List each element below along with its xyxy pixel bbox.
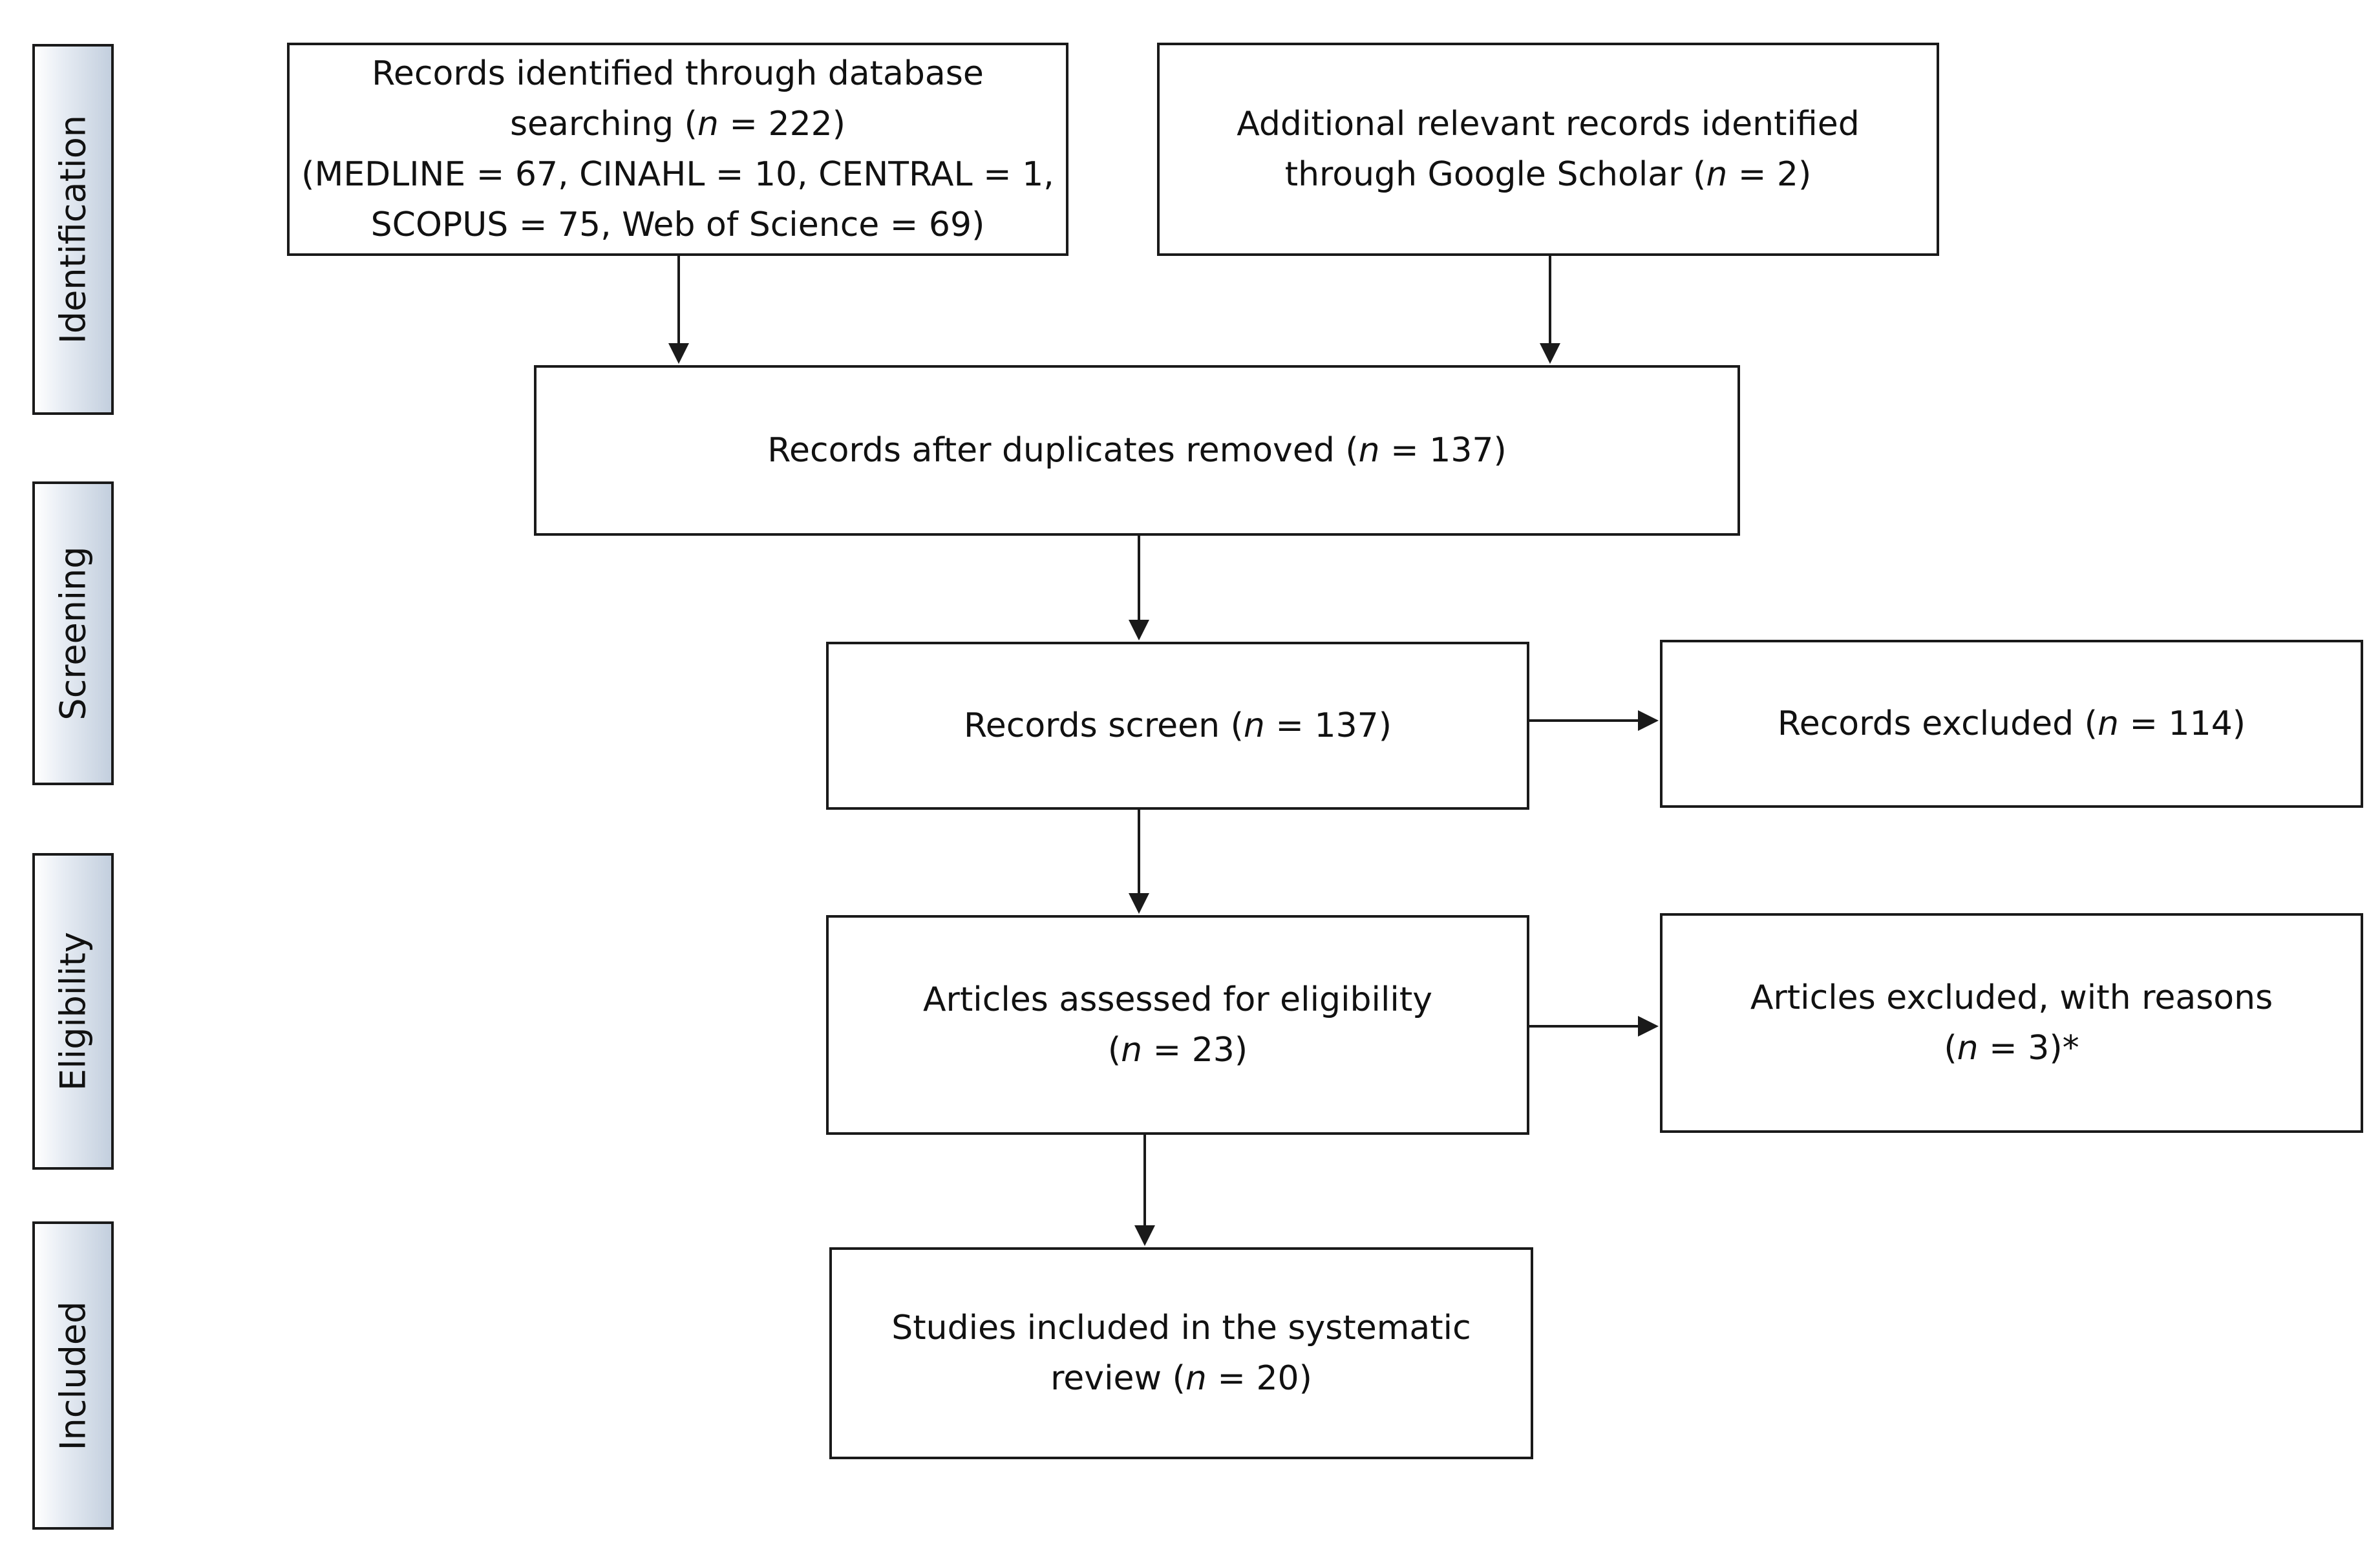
studies-included-line-1: Studies included in the systematic	[891, 1309, 1471, 1347]
box-additional-records: Additional relevant records identified t…	[1157, 43, 1939, 256]
phase-eligibility: Eligibility	[32, 853, 114, 1170]
box-eligibility-assessed: Articles assessed for eligibility (n = 2…	[826, 915, 1529, 1135]
eligibility-assessed-line-2: (n = 23)	[1107, 1031, 1248, 1070]
phase-included: Included	[32, 1221, 114, 1530]
studies-included-line-2: review (n = 20)	[1050, 1359, 1312, 1398]
database-search-line-2: searching (n = 222)	[509, 105, 846, 143]
phase-identification: Identification	[32, 44, 114, 415]
box-studies-included: Studies included in the systematic revie…	[829, 1247, 1533, 1459]
additional-records-line-1: Additional relevant records identified	[1237, 105, 1860, 143]
articles-excluded-line-2: (n = 3)*	[1944, 1029, 2079, 1068]
eligibility-assessed-line-1: Articles assessed for eligibility	[922, 980, 1433, 1019]
box-articles-excluded: Articles excluded, with reasons (n = 3)*	[1660, 913, 2363, 1133]
box-database-search: Records identified through database sear…	[287, 43, 1068, 256]
records-screen-line-1: Records screen (n = 137)	[963, 706, 1392, 745]
box-records-screen: Records screen (n = 137)	[826, 642, 1529, 810]
duplicates-removed-line-1: Records after duplicates removed (n = 13…	[767, 431, 1507, 470]
box-duplicates-removed: Records after duplicates removed (n = 13…	[534, 365, 1740, 536]
database-search-line-3: (MEDLINE = 67, CINAHL = 10, CENTRAL = 1,	[301, 155, 1054, 194]
database-search-line-1: Records identified through database	[372, 54, 984, 93]
records-excluded-line-1: Records excluded (n = 114)	[1777, 704, 2246, 743]
phase-screening: Screening	[32, 481, 114, 785]
articles-excluded-line-1: Articles excluded, with reasons	[1750, 978, 2273, 1017]
additional-records-line-2: through Google Scholar (n = 2)	[1284, 155, 1812, 194]
database-search-line-4: SCOPUS = 75, Web of Science = 69)	[370, 206, 985, 244]
box-records-excluded: Records excluded (n = 114)	[1660, 640, 2363, 808]
